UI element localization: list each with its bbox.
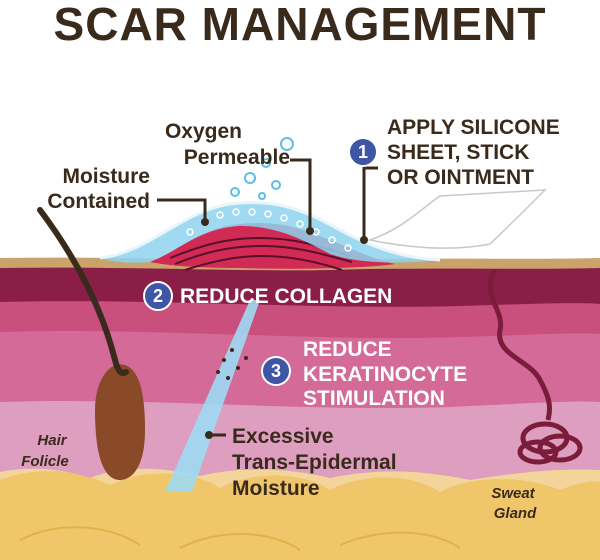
oxygen-label-line1: Oxygen xyxy=(165,120,242,143)
moisture-label-line1: Moisture xyxy=(62,165,150,188)
hair-label-line1: Hair xyxy=(37,432,67,449)
apply-label-line2: SHEET, STICK xyxy=(387,141,529,164)
oxygen-label-line2: Permeable xyxy=(184,146,290,169)
excess-label-line2: Trans-Epidermal xyxy=(232,451,397,474)
collagen-fiber xyxy=(184,254,343,271)
step-1-badge xyxy=(348,137,378,167)
moisture-dots xyxy=(216,348,248,380)
step-3-badge xyxy=(261,356,291,386)
apply-label-line1: APPLY SILICONE xyxy=(387,116,560,139)
keratinocyte-label-line2: KERATINOCYTE xyxy=(303,363,467,386)
moisture-channel xyxy=(165,300,260,492)
leader-lines xyxy=(157,158,378,437)
sweat-label-line2: Gland xyxy=(494,505,537,522)
oxygen-bubbles xyxy=(230,137,294,200)
step-1-number: 1 xyxy=(358,142,368,162)
keratinocyte-label-line1: REDUCE xyxy=(303,338,392,361)
hair-follicle-bulb xyxy=(95,364,145,480)
leader-dots xyxy=(201,218,368,439)
sweat-label-line1: Sweat xyxy=(491,485,535,502)
hair-label-line2: Folicle xyxy=(21,453,69,470)
fat-globules xyxy=(0,470,600,560)
dermis-upper-layer xyxy=(0,299,600,339)
page-title: SCAR MANAGEMENT xyxy=(54,0,547,50)
sweat-duct xyxy=(487,268,553,421)
sweat-gland-coil xyxy=(517,421,583,465)
excess-label-line3: Moisture xyxy=(232,477,320,500)
collagen-label: REDUCE COLLAGEN xyxy=(180,285,392,308)
hair-shaft xyxy=(37,207,129,377)
silicone-gel-outline xyxy=(99,200,441,262)
dermis-lower-layer xyxy=(0,328,600,409)
silicone-gel-layer xyxy=(100,202,440,263)
fat-outlines xyxy=(19,526,461,551)
silicone-sheet xyxy=(367,189,547,249)
step-3-number: 3 xyxy=(271,361,281,381)
moisture-label-line2: Contained xyxy=(47,190,150,213)
hypodermis-layer xyxy=(0,398,600,480)
collagen-fiber xyxy=(174,244,353,265)
step-2-badge xyxy=(143,281,173,311)
keratinocyte-label-line3: STIMULATION xyxy=(303,387,445,410)
apply-label-line3: OR OINTMENT xyxy=(387,166,534,189)
excess-label-line1: Excessive xyxy=(232,425,334,448)
step-2-number: 2 xyxy=(153,286,163,306)
